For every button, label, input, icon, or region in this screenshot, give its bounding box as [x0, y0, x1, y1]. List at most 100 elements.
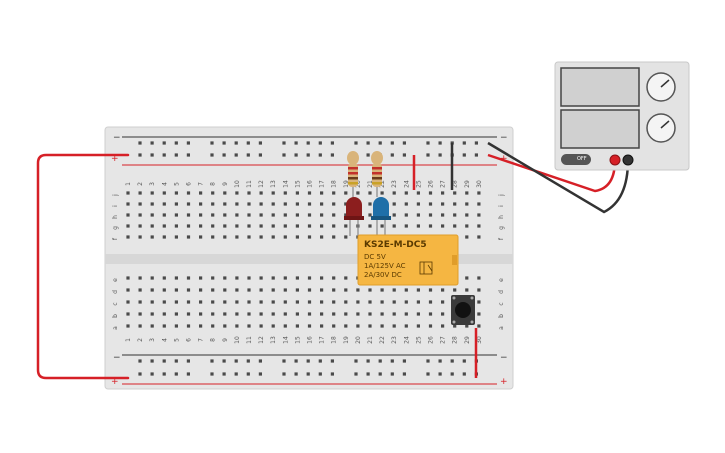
rail-hole[interactable] [426, 141, 430, 145]
rail-hole[interactable] [402, 153, 406, 157]
terminal-hole[interactable] [332, 276, 336, 280]
terminal-hole[interactable] [199, 312, 203, 316]
terminal-hole[interactable] [320, 288, 324, 292]
rail-hole[interactable] [450, 359, 454, 363]
terminal-hole[interactable] [344, 191, 348, 195]
terminal-hole[interactable] [477, 224, 481, 228]
terminal-hole[interactable] [174, 288, 178, 292]
terminal-hole[interactable] [283, 276, 287, 280]
terminal-hole[interactable] [428, 288, 433, 292]
terminal-hole[interactable] [441, 202, 445, 206]
terminal-hole[interactable] [162, 224, 166, 228]
terminal-hole[interactable] [404, 224, 408, 228]
rail-hole[interactable] [282, 141, 286, 145]
terminal-hole[interactable] [138, 213, 142, 217]
terminal-hole[interactable] [416, 288, 420, 292]
terminal-hole[interactable] [150, 213, 154, 217]
terminal-hole[interactable] [271, 202, 275, 206]
rail-hole[interactable] [282, 359, 286, 363]
rail-hole[interactable] [402, 372, 406, 376]
terminal-hole[interactable] [404, 288, 408, 292]
terminal-hole[interactable] [320, 276, 324, 280]
terminal-hole[interactable] [307, 276, 312, 280]
terminal-hole[interactable] [199, 235, 203, 239]
terminal-hole[interactable] [295, 288, 299, 292]
rail-hole[interactable] [174, 141, 178, 145]
terminal-hole[interactable] [441, 300, 445, 304]
rail-hole[interactable] [330, 359, 334, 363]
terminal-hole[interactable] [199, 300, 203, 304]
rail-hole[interactable] [186, 372, 190, 376]
terminal-hole[interactable] [344, 202, 348, 206]
rail-hole[interactable] [354, 141, 358, 145]
terminal-hole[interactable] [199, 276, 203, 280]
terminal-hole[interactable] [247, 202, 251, 206]
terminal-hole[interactable] [307, 191, 312, 195]
terminal-hole[interactable] [259, 191, 263, 195]
rail-hole[interactable] [306, 141, 310, 145]
terminal-hole[interactable] [392, 202, 396, 206]
terminal-hole[interactable] [186, 300, 191, 304]
terminal-hole[interactable] [320, 191, 324, 195]
terminal-hole[interactable] [259, 288, 263, 292]
terminal-hole[interactable] [368, 312, 372, 316]
terminal-hole[interactable] [211, 276, 215, 280]
terminal-hole[interactable] [174, 312, 178, 316]
rail-hole[interactable] [246, 372, 250, 376]
terminal-hole[interactable] [344, 235, 348, 239]
rail-hole[interactable] [390, 141, 394, 145]
terminal-hole[interactable] [235, 235, 239, 239]
rail-hole[interactable] [306, 372, 310, 376]
terminal-hole[interactable] [126, 276, 130, 280]
terminal-hole[interactable] [223, 235, 227, 239]
terminal-hole[interactable] [356, 300, 360, 304]
terminal-hole[interactable] [392, 324, 396, 328]
rail-hole[interactable] [234, 359, 238, 363]
terminal-hole[interactable] [295, 202, 299, 206]
current-knob[interactable] [646, 113, 676, 143]
terminal-hole[interactable] [320, 235, 324, 239]
terminal-hole[interactable] [259, 202, 263, 206]
rail-hole[interactable] [354, 359, 358, 363]
terminal-hole[interactable] [332, 288, 336, 292]
terminal-hole[interactable] [416, 202, 420, 206]
terminal-hole[interactable] [477, 213, 481, 217]
terminal-hole[interactable] [465, 202, 469, 206]
terminal-hole[interactable] [235, 191, 239, 195]
terminal-hole[interactable] [126, 300, 130, 304]
terminal-hole[interactable] [283, 191, 287, 195]
rail-hole[interactable] [234, 141, 238, 145]
rail-hole[interactable] [222, 153, 226, 157]
terminal-hole[interactable] [477, 235, 481, 239]
terminal-hole[interactable] [186, 213, 191, 217]
terminal-hole[interactable] [138, 202, 142, 206]
terminal-hole[interactable] [344, 224, 348, 228]
terminal-hole[interactable] [477, 300, 481, 304]
terminal-hole[interactable] [332, 224, 336, 228]
terminal-hole[interactable] [465, 235, 469, 239]
terminal-hole[interactable] [223, 288, 227, 292]
rail-hole[interactable] [366, 141, 370, 145]
terminal-hole[interactable] [247, 235, 251, 239]
terminal-hole[interactable] [428, 312, 433, 316]
terminal-hole[interactable] [235, 300, 239, 304]
terminal-hole[interactable] [186, 276, 191, 280]
terminal-hole[interactable] [162, 213, 166, 217]
terminal-hole[interactable] [356, 312, 360, 316]
terminal-hole[interactable] [150, 235, 154, 239]
terminal-hole[interactable] [344, 288, 348, 292]
rail-hole[interactable] [162, 359, 166, 363]
terminal-hole[interactable] [441, 324, 445, 328]
terminal-hole[interactable] [320, 224, 324, 228]
rail-hole[interactable] [222, 359, 226, 363]
terminal-hole[interactable] [344, 300, 348, 304]
terminal-hole[interactable] [235, 213, 239, 217]
terminal-hole[interactable] [283, 300, 287, 304]
terminal-hole[interactable] [247, 324, 251, 328]
terminal-hole[interactable] [392, 312, 396, 316]
led-blue[interactable] [371, 197, 391, 236]
terminal-hole[interactable] [332, 202, 336, 206]
terminal-hole[interactable] [416, 213, 420, 217]
terminal-hole[interactable] [150, 312, 154, 316]
